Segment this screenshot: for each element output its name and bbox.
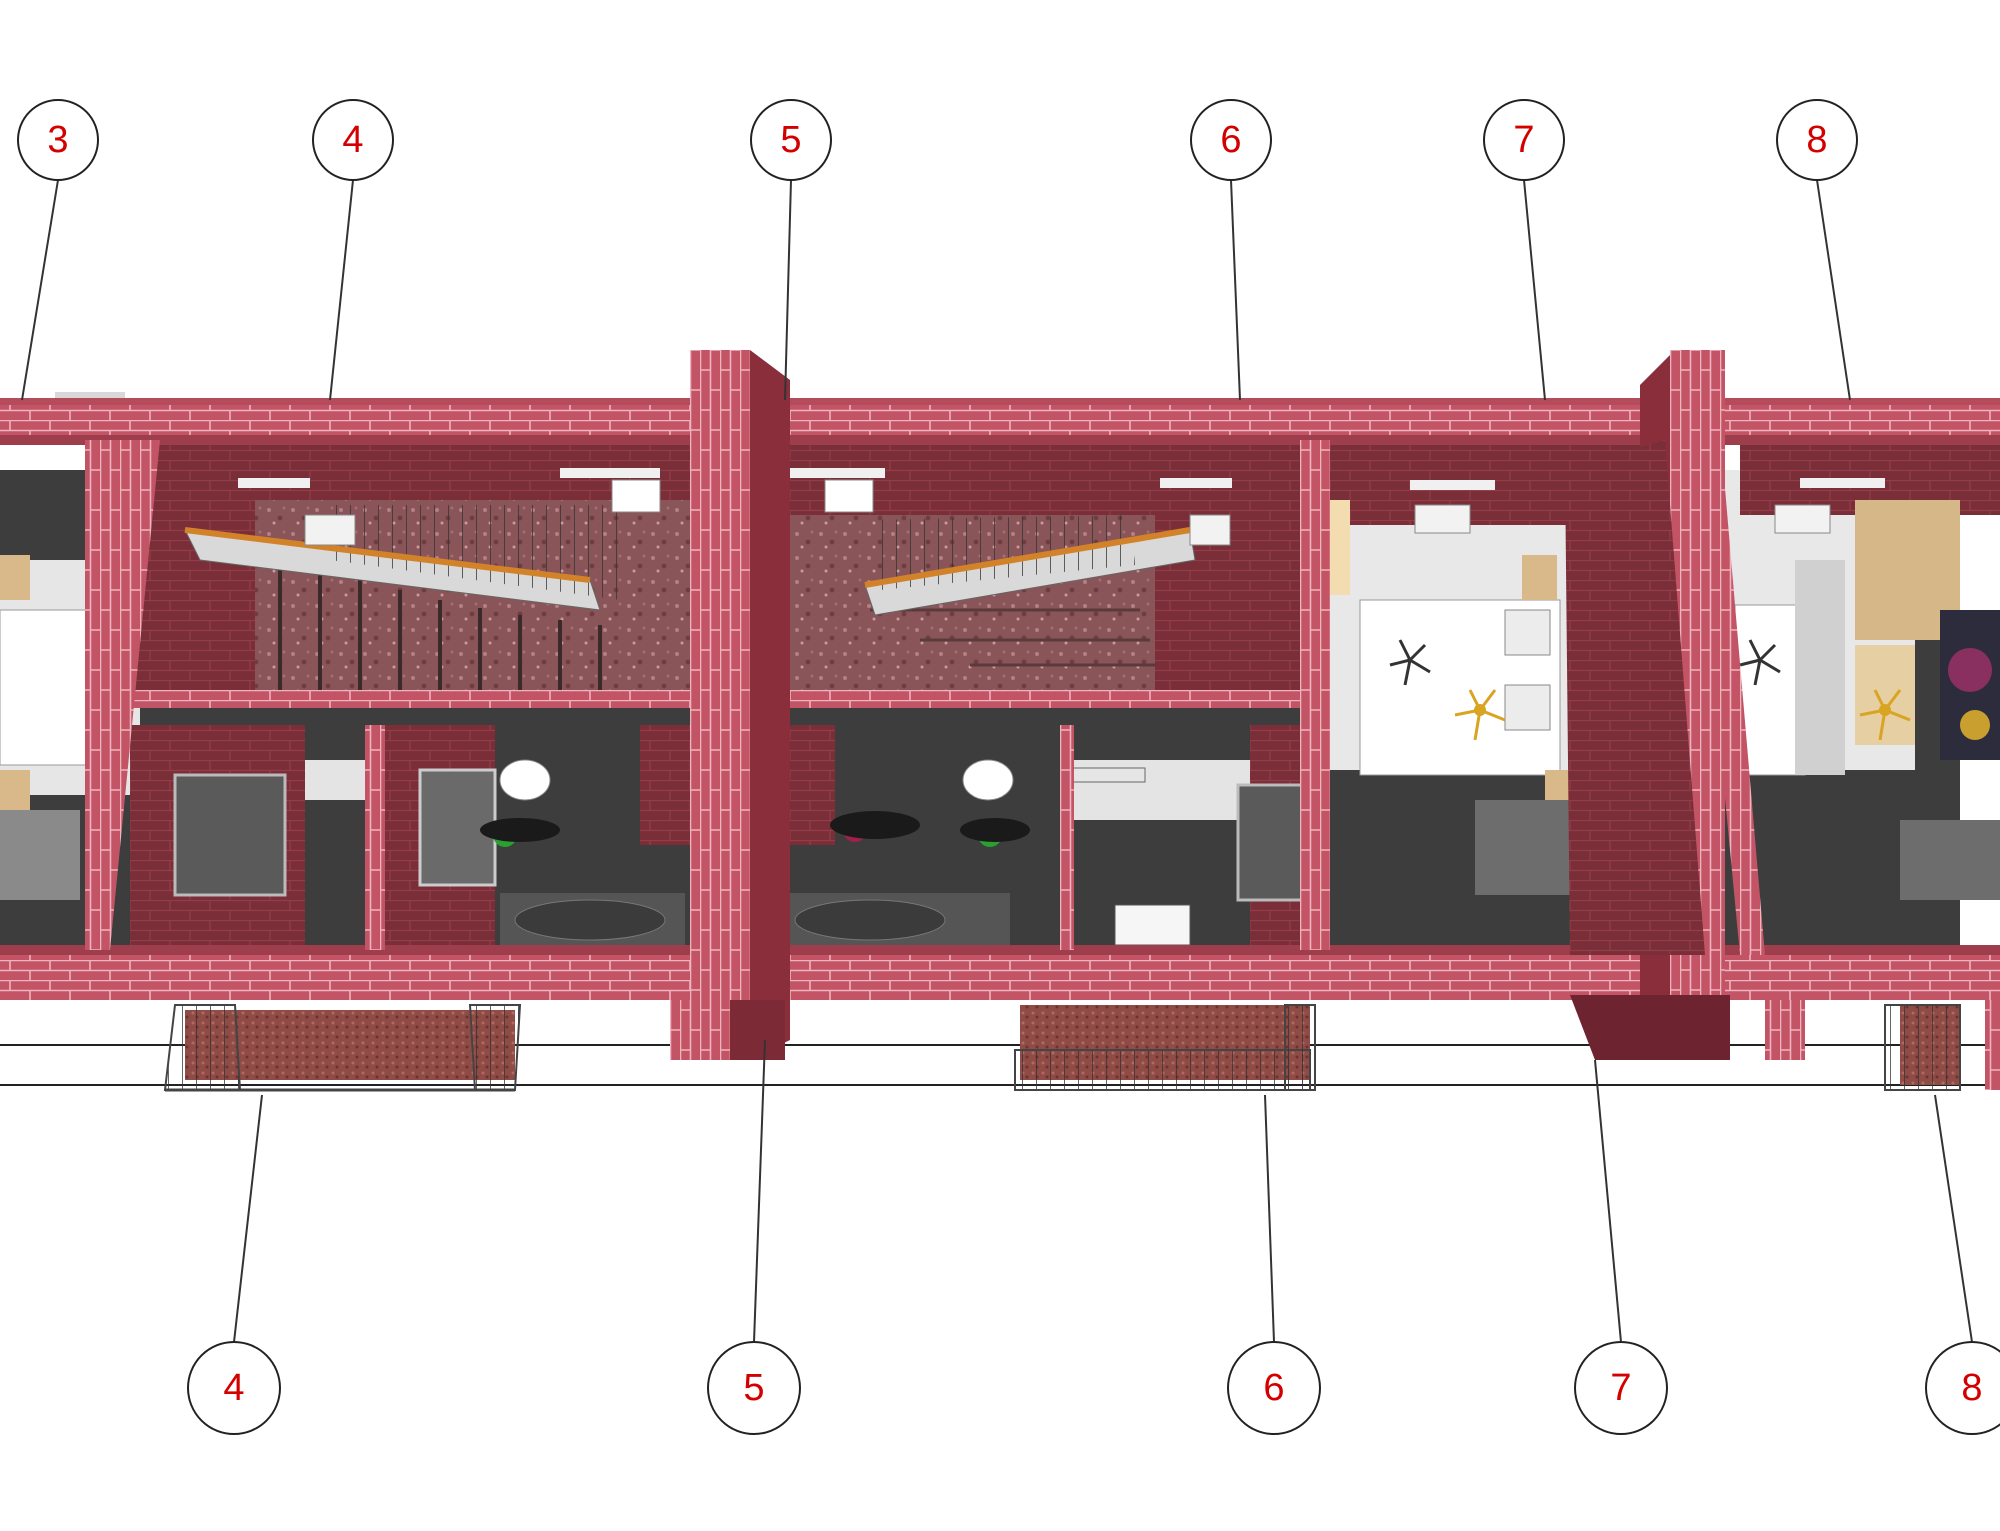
leader-lines bbox=[21, 179, 1973, 1343]
axis-markers-top: 3 4 5 6 7 8 bbox=[17, 99, 1858, 181]
top-axis-marker-8: 8 bbox=[1776, 99, 1858, 181]
top-axis-marker-3: 3 bbox=[17, 99, 99, 181]
bottom-axis-marker-circle bbox=[707, 1341, 801, 1435]
bottom-axis-marker-6: 6 bbox=[1227, 1341, 1321, 1435]
top-axis-marker-label: 7 bbox=[1513, 119, 1534, 161]
bottom-axis-marker-label: 8 bbox=[1961, 1367, 1982, 1409]
bottom-axis-leader-line-4 bbox=[233, 1094, 263, 1343]
bedroom-furniture bbox=[0, 500, 2000, 900]
top-axis-marker-circle bbox=[1190, 99, 1272, 181]
bottom-axis-marker-label: 6 bbox=[1263, 1367, 1284, 1409]
bottom-axis-marker-circle bbox=[1227, 1341, 1321, 1435]
bottom-axis-marker-circle bbox=[187, 1341, 281, 1435]
top-axis-marker-circle bbox=[1776, 99, 1858, 181]
top-axis-marker-6: 6 bbox=[1190, 99, 1272, 181]
top-axis-marker-circle bbox=[1483, 99, 1565, 181]
bathroom-fixtures bbox=[173, 759, 1305, 948]
top-axis-marker-circle bbox=[312, 99, 394, 181]
chandeliers bbox=[1389, 639, 1911, 741]
top-axis-marker-5: 5 bbox=[750, 99, 832, 181]
bottom-axis-marker-circle bbox=[1574, 1341, 1668, 1435]
bottom-axis-marker-circle bbox=[1925, 1341, 2000, 1435]
bottom-axis-marker-8: 8 bbox=[1925, 1341, 2000, 1435]
top-axis-leader-line-6 bbox=[1230, 179, 1241, 401]
top-axis-leader-line-4 bbox=[329, 179, 354, 401]
top-axis-marker-label: 4 bbox=[342, 119, 363, 161]
bottom-axis-leader-line-6 bbox=[1264, 1094, 1275, 1343]
top-axis-marker-label: 8 bbox=[1806, 119, 1827, 161]
staircase-right bbox=[775, 515, 1196, 690]
exterior-brick-walls bbox=[0, 350, 2000, 1090]
top-axis-marker-label: 6 bbox=[1220, 119, 1241, 161]
top-axis-marker-label: 5 bbox=[780, 119, 801, 161]
top-axis-marker-circle bbox=[750, 99, 832, 181]
bottom-axis-marker-7: 7 bbox=[1574, 1341, 1668, 1435]
top-axis-leader-line-5 bbox=[784, 179, 792, 401]
bottom-axis-leader-line-5 bbox=[753, 1039, 766, 1343]
staircase-left bbox=[184, 500, 690, 690]
bottom-axis-marker-5: 5 bbox=[707, 1341, 801, 1435]
bottom-axis-leader-line-8 bbox=[1934, 1094, 1973, 1343]
axis-markers-bottom: 4 5 6 7 8 bbox=[187, 1341, 2000, 1435]
top-axis-marker-label: 3 bbox=[47, 119, 68, 161]
bottom-axis-leader-line-7 bbox=[1594, 1059, 1622, 1343]
top-axis-marker-circle bbox=[17, 99, 99, 181]
bottom-axis-marker-label: 4 bbox=[223, 1367, 244, 1409]
bottom-axis-marker-4: 4 bbox=[187, 1341, 281, 1435]
bottom-axis-marker-label: 7 bbox=[1610, 1367, 1631, 1409]
top-axis-leader-line-3 bbox=[21, 179, 59, 401]
top-axis-marker-4: 4 bbox=[312, 99, 394, 181]
balconies bbox=[163, 1004, 1961, 1092]
bottom-axis-marker-label: 5 bbox=[743, 1367, 764, 1409]
top-axis-leader-line-8 bbox=[1816, 179, 1851, 401]
top-axis-leader-line-7 bbox=[1523, 179, 1546, 401]
windows bbox=[55, 392, 1885, 546]
top-axis-marker-7: 7 bbox=[1483, 99, 1565, 181]
